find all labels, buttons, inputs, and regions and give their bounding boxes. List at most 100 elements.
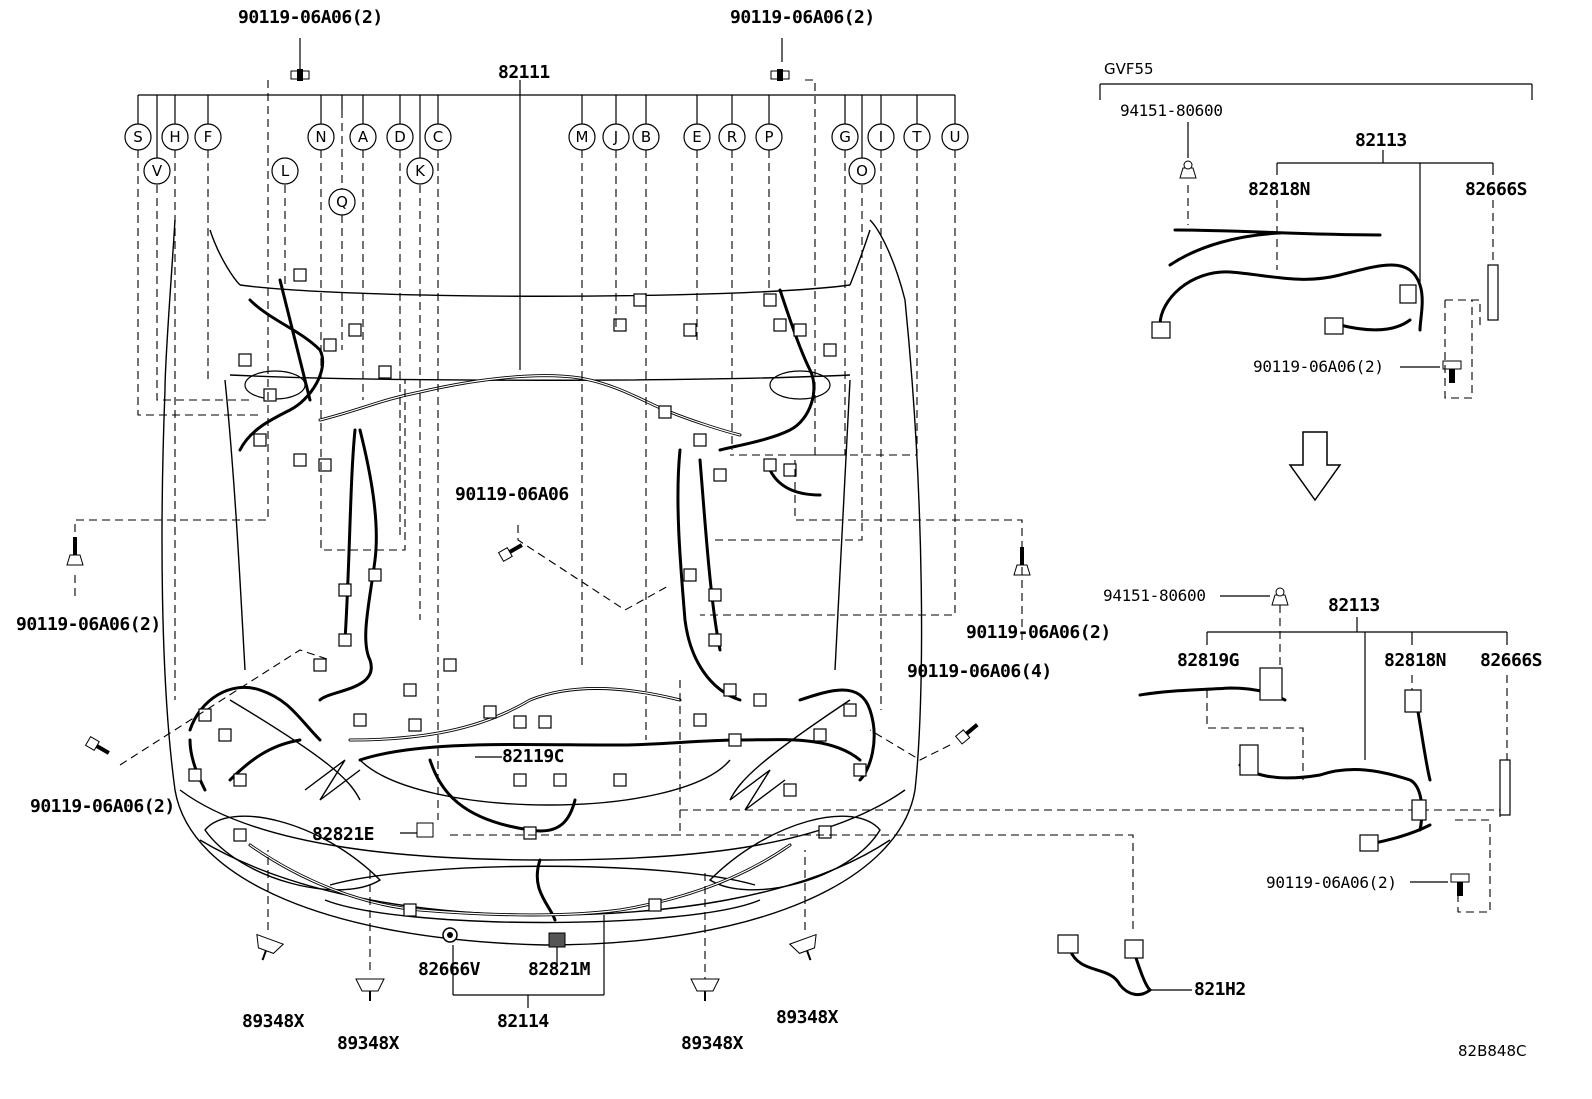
harness-connector xyxy=(198,708,212,722)
harness-connector xyxy=(708,588,722,602)
harness-connector xyxy=(348,323,362,337)
harness-connector xyxy=(713,468,727,482)
harness-connector xyxy=(633,293,647,307)
svg-text:N: N xyxy=(315,128,326,146)
bolt-label: 90119-06A06(2) xyxy=(730,7,875,28)
bolt-icon xyxy=(1179,160,1197,179)
bolt-icon xyxy=(1271,587,1289,606)
harness-connector xyxy=(188,768,202,782)
harness-connector xyxy=(338,583,352,597)
harness-connector xyxy=(773,318,787,332)
callout-h: H xyxy=(161,123,189,151)
figure-code: 82B848C xyxy=(1458,1042,1526,1060)
harness-connector xyxy=(693,433,707,447)
bolt-label: 90119-06A06(2) xyxy=(1253,357,1384,376)
harness-connector xyxy=(613,773,627,787)
harness-connector xyxy=(378,365,392,379)
harness-connector xyxy=(683,568,697,582)
callout-c: C xyxy=(424,123,452,151)
callout-j: J xyxy=(602,123,630,151)
svg-text:F: F xyxy=(204,128,213,146)
harness-connector xyxy=(338,633,352,647)
bolt-label: 90119-06A06(2) xyxy=(1266,873,1397,892)
svg-text:R: R xyxy=(727,128,737,146)
clip-label: 89348X xyxy=(242,1011,305,1032)
harness-connector xyxy=(823,343,837,357)
sensor-harness xyxy=(1057,934,1152,997)
bolt-icon xyxy=(1450,873,1470,896)
harness-connector xyxy=(253,433,267,447)
main-harness-wires xyxy=(188,278,876,922)
svg-text:H: H xyxy=(169,128,180,146)
nut-label: 94151-80600 xyxy=(1120,101,1223,120)
connector-label: 82821M xyxy=(528,959,591,980)
bolt-icon xyxy=(290,69,310,81)
harness-connector xyxy=(443,658,457,672)
bumper-fasteners xyxy=(256,822,817,1001)
callout-letters: S H F N A D C V L K Q M J B E R P G I T … xyxy=(124,123,969,216)
harness-label: 82113 xyxy=(1328,595,1380,616)
bolt-label: 90119-06A06(2) xyxy=(238,7,383,28)
clamp-label: 82666S xyxy=(1465,179,1527,200)
callout-s: S xyxy=(124,123,152,151)
callout-l: L xyxy=(271,157,299,185)
harness-connector xyxy=(403,683,417,697)
clip-label: 89348X xyxy=(337,1033,400,1054)
part-labels: 90119-06A06(2) 90119-06A06(2) 82111 9011… xyxy=(16,7,1246,1054)
bumper-harness-label: 82114 xyxy=(497,1011,549,1032)
clip-icon xyxy=(355,978,385,1001)
svg-text:P: P xyxy=(764,128,773,146)
harness-connector xyxy=(538,715,552,729)
harness-connector xyxy=(853,763,867,777)
callout-m: M xyxy=(568,123,596,151)
svg-text:M: M xyxy=(576,128,589,146)
callout-d: D xyxy=(386,123,414,151)
harness-connector xyxy=(238,353,252,367)
bolt-icons xyxy=(66,69,1470,896)
harness-connector xyxy=(683,323,697,337)
harness-connector xyxy=(793,323,807,337)
sub-harness-label: 82119C xyxy=(502,746,564,767)
callout-u: U xyxy=(941,123,969,151)
harness-connector xyxy=(403,903,417,917)
harness-connector xyxy=(728,733,742,747)
clamp-icon xyxy=(442,927,458,943)
harness-connector xyxy=(763,458,777,472)
harness-connector xyxy=(723,683,737,697)
harness-connector xyxy=(218,728,232,742)
harness-connector xyxy=(368,568,382,582)
bolt-icon xyxy=(84,735,110,755)
sub-harness-label: 82818N xyxy=(1248,179,1310,200)
callout-b: B xyxy=(632,123,660,151)
connector-icon xyxy=(416,822,434,838)
sensor-harness-label: 821H2 xyxy=(1194,979,1246,1000)
harness-connector xyxy=(293,268,307,282)
harness-connector xyxy=(753,693,767,707)
callout-r: R xyxy=(718,123,746,151)
callout-e: E xyxy=(683,123,711,151)
svg-text:T: T xyxy=(911,128,922,146)
clip-label: 89348X xyxy=(776,1007,839,1028)
bolt-label: 90119-06A06(4) xyxy=(907,661,1052,682)
sub-harness-label: 82818N xyxy=(1384,650,1446,671)
harness-connector xyxy=(553,773,567,787)
bolt-icon xyxy=(497,543,523,563)
clamp-label: 82666V xyxy=(418,959,481,980)
harness-connector xyxy=(693,713,707,727)
main-harness-label: 82111 xyxy=(498,62,550,83)
harness-connector xyxy=(523,826,537,840)
bolt-label: 90119-06A06(2) xyxy=(30,796,175,817)
clip-icon xyxy=(690,978,720,1001)
nut-label: 94151-80600 xyxy=(1103,586,1206,605)
callout-q: Q xyxy=(328,188,356,216)
clip-icon xyxy=(256,933,285,961)
svg-text:V: V xyxy=(152,162,163,180)
harness-connector xyxy=(233,828,247,842)
svg-text:L: L xyxy=(281,162,290,180)
harness-connector xyxy=(353,713,367,727)
callout-leader-lines xyxy=(74,38,956,820)
clip-label: 89348X xyxy=(681,1033,744,1054)
harness-connector xyxy=(648,898,662,912)
callout-f: F xyxy=(194,123,222,151)
